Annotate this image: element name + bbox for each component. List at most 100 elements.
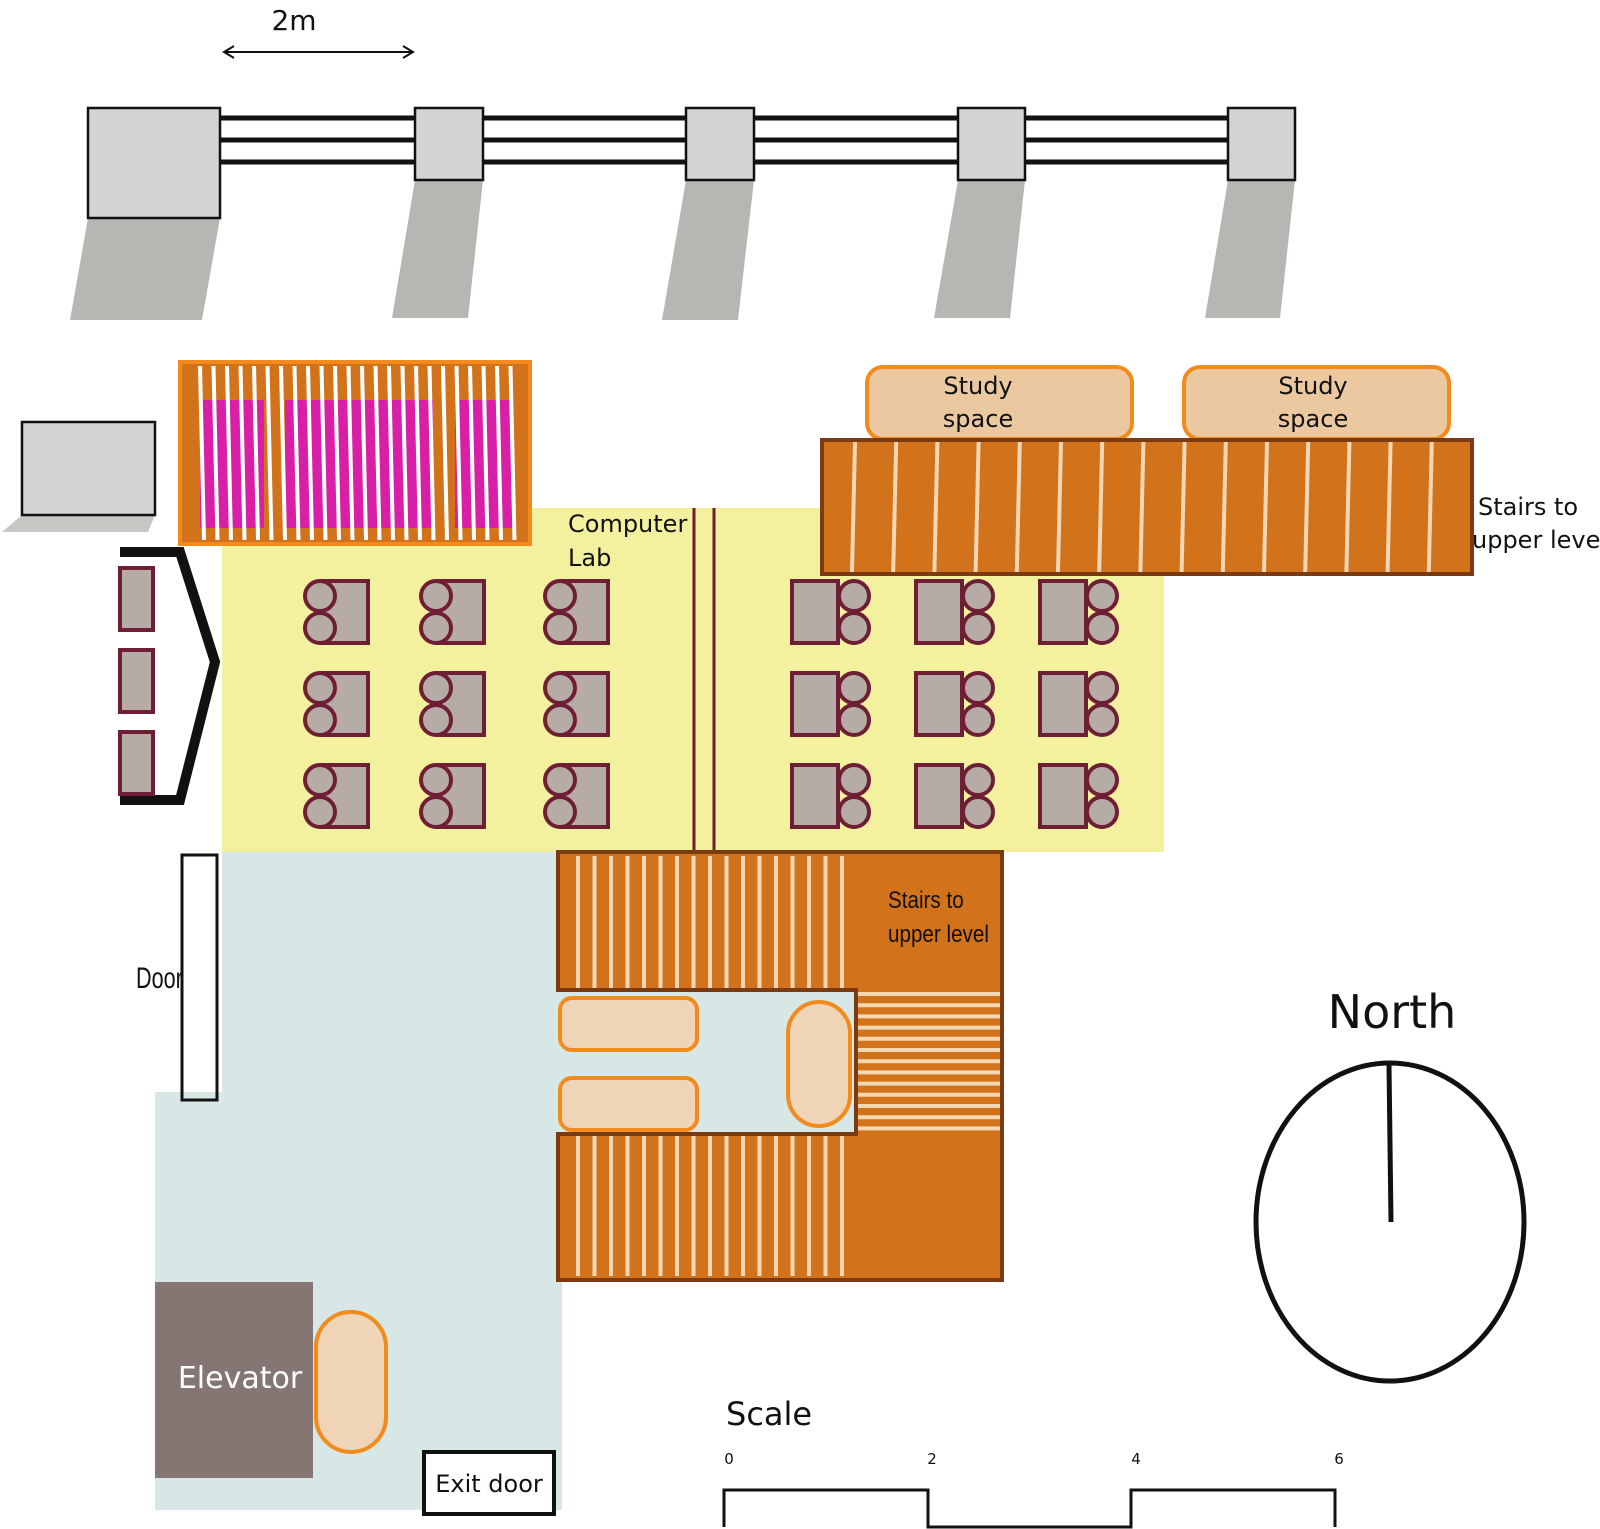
workstation [543, 763, 610, 829]
chair [419, 703, 453, 737]
chair [1085, 579, 1119, 613]
shelf-slat [198, 365, 206, 541]
computer-lab-label: Computer [568, 510, 687, 538]
shelf-slat [508, 365, 517, 541]
study-space-label: Study [1278, 372, 1347, 400]
bookshelf [178, 360, 532, 546]
workstation [543, 671, 610, 737]
workstation [303, 579, 370, 645]
stair-tread [1385, 441, 1393, 573]
colonnade-pillars [86, 106, 1297, 220]
chair [419, 611, 453, 645]
study-space: Study space [1182, 365, 1451, 441]
stair-tread [1097, 441, 1105, 573]
desk [790, 671, 840, 737]
bench [558, 1076, 699, 1132]
stairs-center: Stairs to upper level [556, 850, 1004, 1282]
stair-tread [1014, 441, 1022, 573]
stair-tread [1426, 441, 1434, 573]
chair [961, 703, 995, 737]
desk [790, 763, 840, 829]
chair [303, 671, 337, 705]
west-wall [118, 547, 221, 805]
chair [961, 763, 995, 797]
computer-lab-label: Lab [568, 544, 611, 572]
stair-tread [1262, 441, 1269, 573]
shelf-slat [481, 365, 490, 541]
chair [837, 671, 871, 705]
chair [303, 703, 337, 737]
chair [419, 579, 453, 613]
colonnade-shadows [70, 180, 1295, 320]
chair [1085, 611, 1119, 645]
chair [961, 671, 995, 705]
chair [543, 671, 577, 705]
chair [543, 611, 577, 645]
stair-tread [932, 441, 940, 573]
pillar [413, 106, 485, 182]
workstation [419, 579, 486, 645]
desk [1038, 671, 1088, 737]
scale-tick-label: 0 [724, 1450, 734, 1468]
exit-door-label: Exit door [435, 1470, 543, 1498]
shelf-slat [468, 365, 476, 541]
chair [543, 703, 577, 737]
study-space: Study space [865, 365, 1134, 441]
chair [419, 763, 453, 797]
study-space-label: space [943, 405, 1013, 433]
stair-tread [1138, 441, 1146, 573]
shelf-slat [292, 365, 301, 541]
desk [1038, 579, 1088, 645]
lab-divider [692, 508, 716, 852]
desk [1038, 763, 1088, 829]
workstation [914, 579, 995, 645]
cabinet [118, 730, 155, 796]
lab-workstations [303, 579, 1119, 829]
shelf-slat [373, 365, 382, 541]
desk [790, 579, 840, 645]
chair [837, 763, 871, 797]
stair-tread [1303, 441, 1311, 573]
scale-tick-label: 2 [927, 1450, 937, 1468]
stairs-east: Stairs to upper level [820, 438, 1600, 576]
workstation [303, 763, 370, 829]
stairs-east-label: Stairs to [1478, 493, 1578, 521]
shelf-slat [495, 365, 503, 541]
shelf-slat [306, 365, 314, 541]
door[interactable] [180, 853, 219, 1102]
workstation [543, 579, 610, 645]
pillar [1226, 106, 1297, 182]
desk [914, 763, 964, 829]
chair [837, 795, 871, 829]
chair [543, 795, 577, 829]
workstation [914, 671, 995, 737]
north-label: North [1328, 985, 1457, 1039]
elevator[interactable]: Elevator [155, 1282, 313, 1478]
north-compass: North [1253, 985, 1527, 1384]
stairs-east-label: upper level [1472, 526, 1600, 554]
stair-tread [891, 441, 899, 573]
bench [786, 1000, 852, 1128]
workstation [303, 671, 370, 737]
stairs-center-label: upper level [888, 921, 989, 948]
shelf-slat [346, 365, 355, 541]
workstation [790, 579, 871, 645]
chair [961, 579, 995, 613]
top-scale-arrow [222, 45, 415, 59]
stair-tread [1220, 441, 1228, 573]
stair-tread [850, 441, 857, 573]
stair-tread [1344, 441, 1352, 573]
chair [419, 671, 453, 705]
shelf-slat [333, 365, 341, 541]
chair [303, 579, 337, 613]
shelf-slat [400, 365, 409, 541]
study-space-label: Study [943, 372, 1012, 400]
study-space-label: space [1278, 405, 1348, 433]
pillar [684, 106, 756, 182]
exit-door[interactable]: Exit door [422, 1450, 556, 1516]
scale-tick-label: 6 [1334, 1450, 1344, 1468]
chair [543, 579, 577, 613]
workstation [1038, 763, 1119, 829]
workstation [1038, 671, 1119, 737]
